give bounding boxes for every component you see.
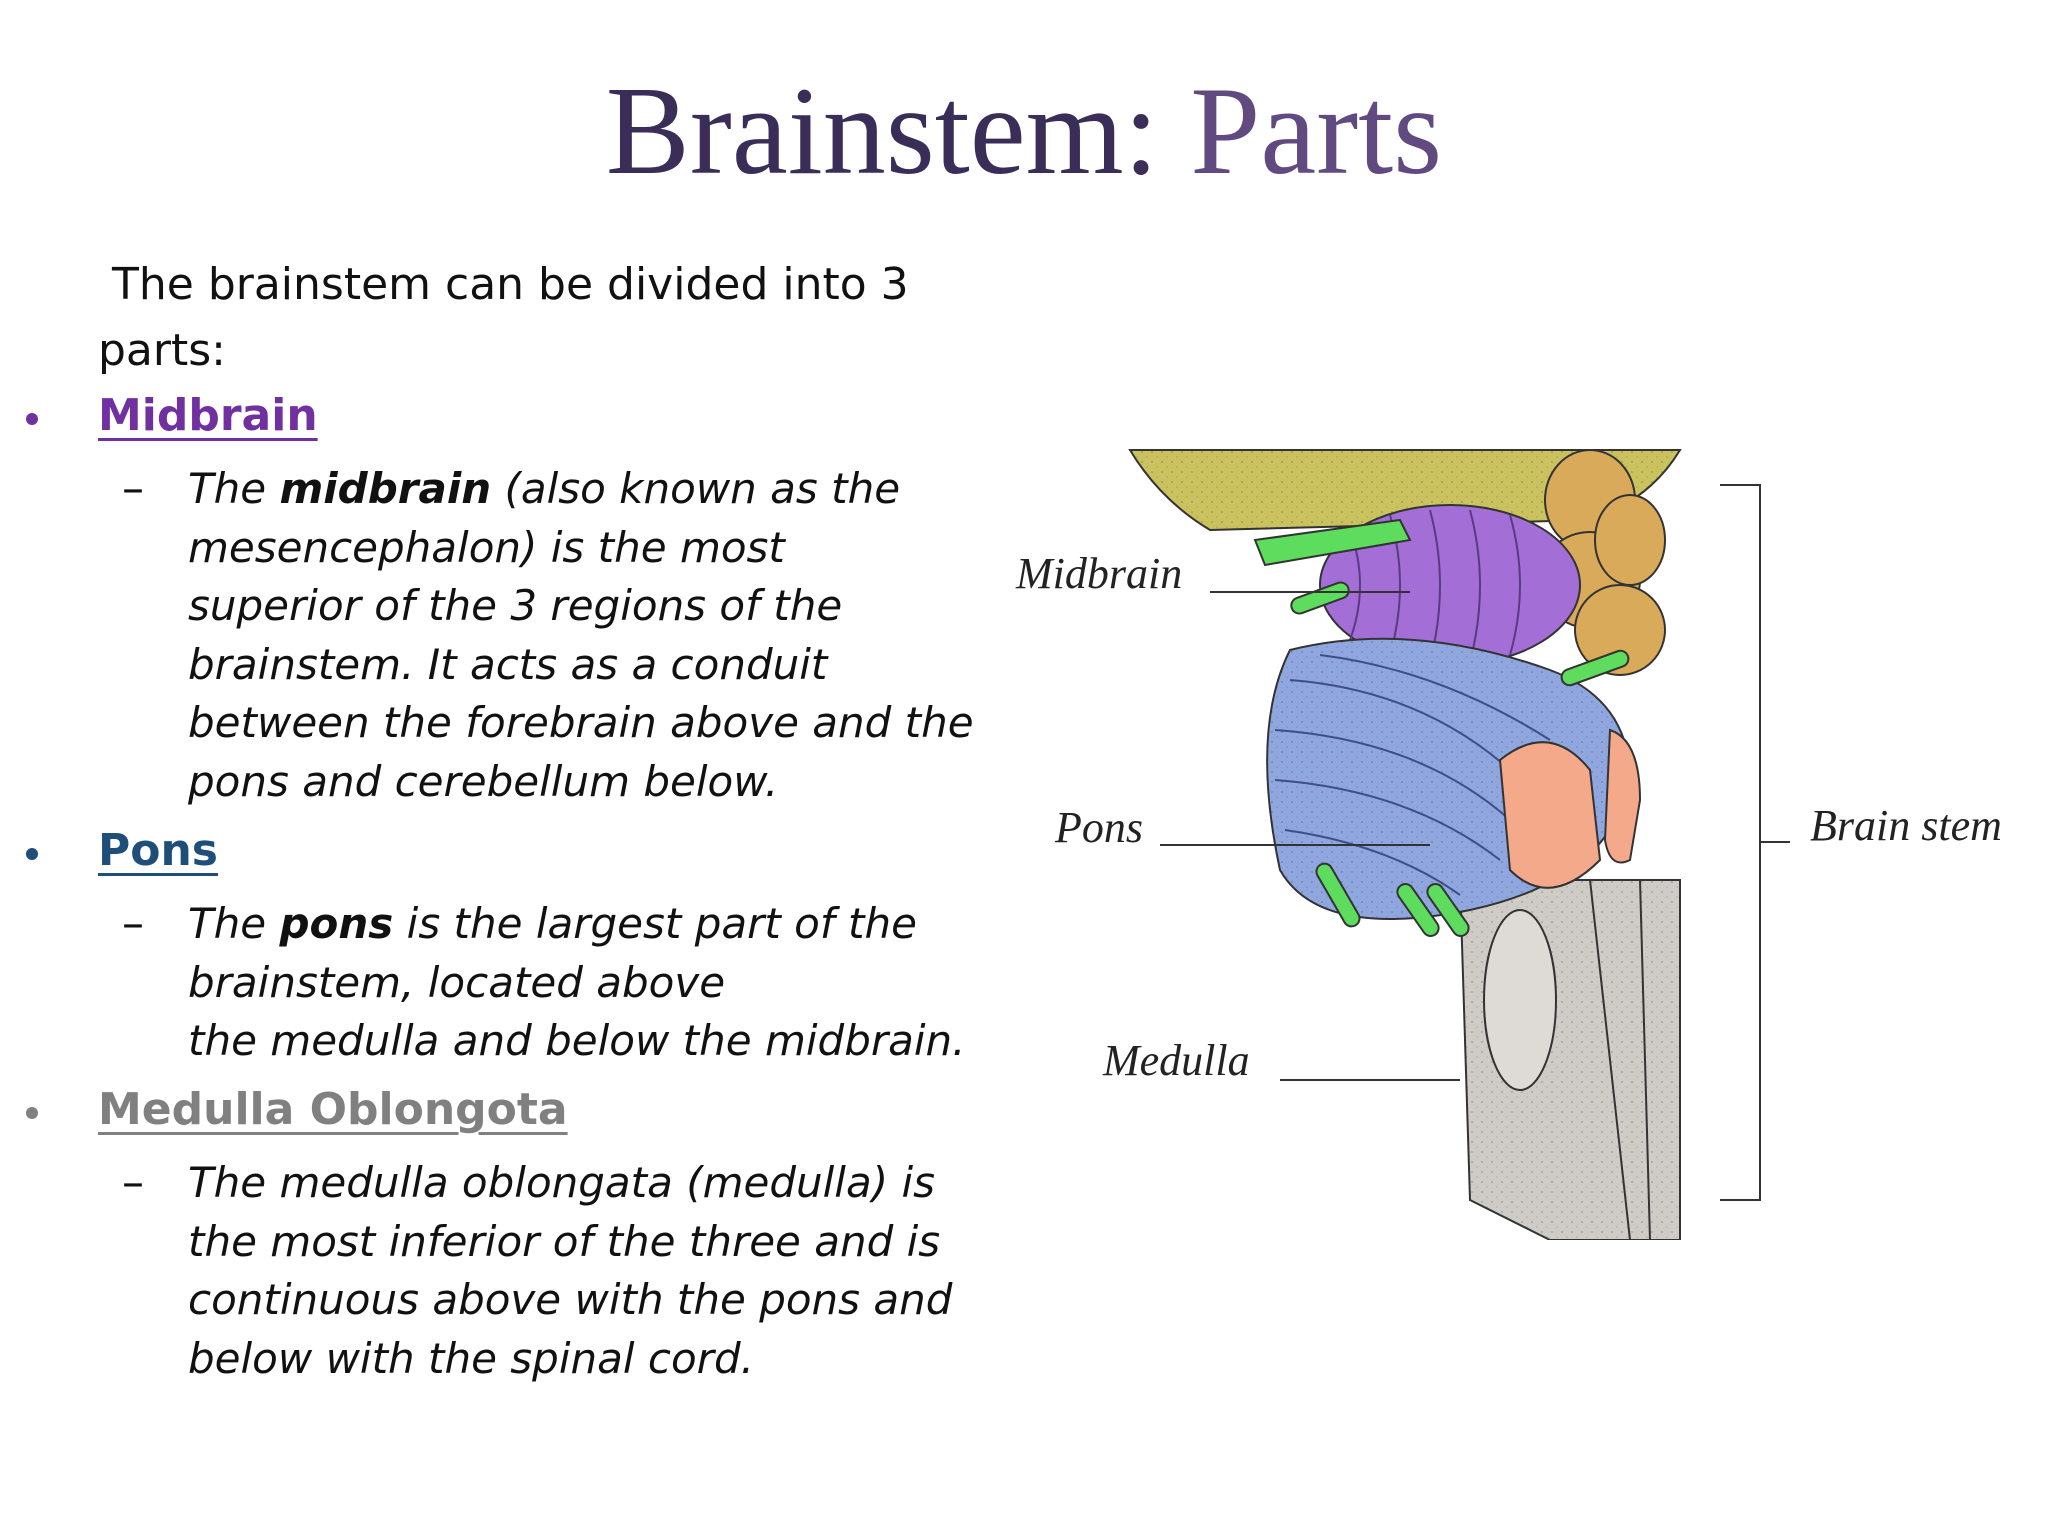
bullet-dot-midbrain <box>26 413 38 425</box>
desc-midbrain-line-4: brainstem. It acts as a conduit <box>188 639 828 689</box>
nerve-4 <box>1396 882 1440 938</box>
desc-pons-line-2: brainstem, located above <box>188 957 726 1007</box>
slide-title: Brainstem: Parts <box>0 62 2048 202</box>
desc-midbrain: The midbrain (also known as the mesencep… <box>188 460 1008 811</box>
heading-medulla[interactable]: Medulla Oblongota <box>98 1084 568 1135</box>
desc-pons-bold: pons <box>279 899 394 948</box>
nerve-3 <box>1315 862 1361 928</box>
desc-medulla: The medulla oblongata (medulla) is the m… <box>188 1154 1008 1388</box>
title-part-1: Brainstem: <box>605 62 1159 201</box>
medulla-fiber-2 <box>1639 879 1651 1240</box>
desc-midbrain-line-1: (also known as the <box>491 464 901 513</box>
bullet-dot-medulla <box>26 1107 38 1119</box>
nerve-2 <box>1560 649 1630 687</box>
brain-stem-bracket <box>1720 484 1790 1201</box>
label-brain-stem: Brain stem <box>1810 801 2002 850</box>
intro-text: The brainstem can be divided into 3 part… <box>98 252 958 384</box>
dash-medulla: – <box>122 1157 144 1208</box>
desc-pons: The pons is the largest part of the brai… <box>188 895 1008 1071</box>
desc-pons-line-1: is the largest part of the <box>393 899 917 948</box>
heading-pons[interactable]: Pons <box>98 825 218 876</box>
bullet-dot-pons <box>26 848 38 860</box>
desc-medulla-line-3: continuous above with the pons and <box>188 1275 953 1324</box>
label-pons: Pons <box>1054 803 1143 852</box>
desc-pons-prefix: The <box>188 899 280 948</box>
colliculus-3 <box>1594 494 1666 586</box>
desc-midbrain-line-2: mesencephalon) is the most <box>188 522 785 572</box>
brainstem-diagram: Midbrain Pons Medulla Brain stem <box>1015 449 2002 1240</box>
desc-medulla-line-2: the most inferior of the three and is <box>188 1216 941 1266</box>
title-part-2: Parts <box>1190 62 1443 201</box>
intro-line-1: The brainstem can be divided into 3 <box>112 259 909 310</box>
olive-shape <box>1483 909 1557 1091</box>
desc-midbrain-prefix: The <box>188 464 280 513</box>
intro-line-2: parts: <box>98 325 226 376</box>
pons-stripes <box>1274 654 1551 896</box>
desc-pons-line-3: the medulla and below the midbrain. <box>188 1016 966 1065</box>
colliculus-4 <box>1574 584 1666 676</box>
dash-pons: – <box>122 898 144 949</box>
heading-midbrain[interactable]: Midbrain <box>98 390 318 441</box>
label-medulla: Medulla <box>1102 1036 1250 1085</box>
medulla-fiber-1 <box>1589 879 1631 1240</box>
nerve-5 <box>1426 882 1470 938</box>
desc-midbrain-line-5: between the forebrain above and the <box>188 698 974 747</box>
desc-midbrain-line-6: pons and cerebellum below. <box>188 756 779 806</box>
desc-medulla-line-4: below with the spinal cord. <box>188 1333 754 1383</box>
thalamus-overlay <box>1130 450 1680 530</box>
optic-tract <box>1253 518 1412 567</box>
dash-midbrain: – <box>122 463 144 514</box>
midbrain-stripe <box>1349 509 1521 663</box>
peduncle-shape <box>1498 741 1602 889</box>
desc-midbrain-line-3: superior of the 3 regions of the <box>188 581 843 630</box>
nerve-1 <box>1290 581 1350 615</box>
desc-midbrain-bold: midbrain <box>279 464 492 513</box>
label-midbrain: Midbrain <box>1015 549 1182 598</box>
peduncle-shape-2 <box>1603 728 1642 864</box>
desc-medulla-line-1: The medulla oblongata (medulla) is <box>188 1158 935 1207</box>
